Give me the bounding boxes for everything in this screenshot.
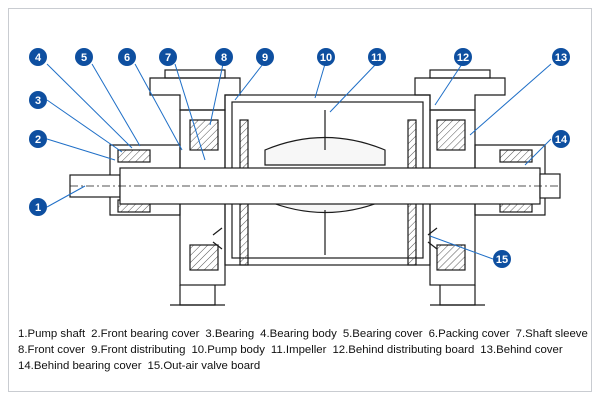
legend-row: 8.Front cover 9.Front distributing 10.Pump…	[18, 342, 584, 358]
callout-number: 6	[124, 52, 130, 64]
callout-number: 3	[35, 95, 41, 107]
callout-circle	[29, 48, 47, 66]
callout-3: 3	[29, 91, 47, 109]
callout-number: 5	[81, 52, 87, 64]
callout-circle	[493, 250, 511, 268]
callout-5: 5	[75, 48, 93, 66]
callout-14: 14	[552, 130, 570, 148]
callout-1: 1	[29, 198, 47, 216]
callout-circle	[29, 130, 47, 148]
callout-7: 7	[159, 48, 177, 66]
callout-12: 12	[454, 48, 472, 66]
pump-shaft-drawing	[69, 167, 561, 205]
legend-item: 15.Out-air valve board	[147, 360, 261, 372]
leader-lines	[46, 63, 552, 260]
legend-item: 6.Packing cover	[428, 328, 510, 340]
legend-item: 11.Impeller	[270, 344, 327, 356]
callout-8: 8	[215, 48, 233, 66]
callout-number: 15	[496, 254, 508, 266]
callout-circle	[368, 48, 386, 66]
callout-circle	[118, 48, 136, 66]
callout-number: 8	[221, 52, 227, 64]
callout-circle	[256, 48, 274, 66]
legend-item: 12.Behind distributing board	[332, 344, 475, 356]
callout-number: 7	[165, 52, 171, 64]
callout-6: 6	[118, 48, 136, 66]
callout-number: 12	[457, 52, 469, 64]
callout-number: 2	[35, 134, 41, 146]
legend-item: 2.Front bearing cover	[91, 328, 200, 340]
legend-item: 1.Pump shaft	[18, 328, 86, 340]
callout-15: 15	[493, 250, 511, 268]
callout-number: 9	[262, 52, 268, 64]
legend-item: 4.Bearing body	[260, 328, 337, 340]
callout-4: 4	[29, 48, 47, 66]
callout-circle	[29, 198, 47, 216]
callout-10: 10	[317, 48, 335, 66]
legend-item: 13.Behind cover	[480, 344, 563, 356]
legend-item: 7.Shaft sleeve	[515, 328, 588, 340]
callout-number: 11	[371, 52, 383, 64]
legend-item: 14.Behind bearing cover	[18, 360, 142, 372]
callout-circle	[29, 91, 47, 109]
callout-circle	[317, 48, 335, 66]
callout-number: 13	[555, 52, 567, 64]
legend-item: 5.Bearing cover	[342, 328, 423, 340]
callout-circle	[215, 48, 233, 66]
callout-9: 9	[256, 48, 274, 66]
callout-number: 14	[555, 134, 568, 146]
legend-item: 10.Pump body	[191, 344, 265, 356]
legend-item: 9.Front distributing	[91, 344, 186, 356]
callout-number: 10	[320, 52, 332, 64]
callout-11: 11	[368, 48, 386, 66]
callout-circle	[75, 48, 93, 66]
pump-body-drawing	[109, 69, 546, 306]
callout-circle	[552, 130, 570, 148]
callout-circle	[552, 48, 570, 66]
callout-circle	[159, 48, 177, 66]
callout-2: 2	[29, 130, 47, 148]
legend-row: 1.Pump shaft 2.Front bearing cover 3.Beari…	[18, 326, 588, 342]
legend-item: 8.Front cover	[18, 344, 86, 356]
legend-row: 14.Behind bearing cover 15.Out-air valve …	[18, 358, 584, 374]
callout-13: 13	[552, 48, 570, 66]
callout-circle	[454, 48, 472, 66]
callout-number: 1	[35, 202, 41, 214]
legend-item: 3.Bearing	[205, 328, 255, 340]
callout-number: 4	[35, 52, 42, 64]
parts-legend: 1.Pump shaft 2.Front bearing cover 3.Beari…	[18, 326, 588, 374]
